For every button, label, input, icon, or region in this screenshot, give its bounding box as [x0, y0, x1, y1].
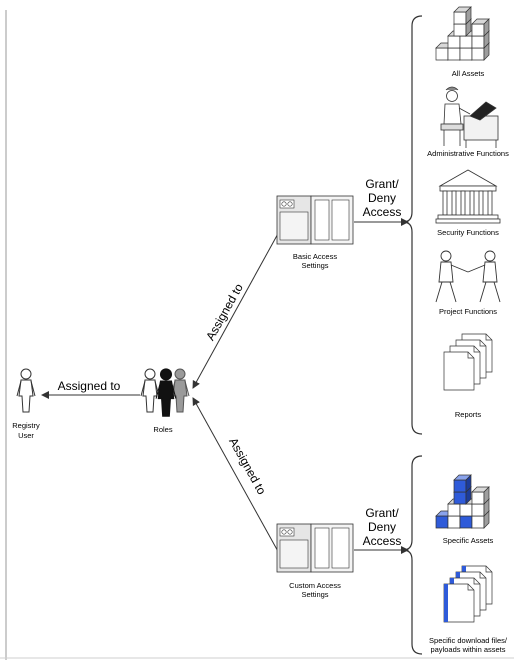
reports-documents-icon [443, 333, 493, 391]
target-administrative: Administrative Functions [427, 86, 509, 158]
basic-grant-line3: Access [363, 205, 402, 219]
basic-access-cabinet-icon [276, 195, 354, 245]
edge-basic-to-roles: Assigned to [192, 229, 281, 389]
custom-targets-brace [402, 455, 423, 655]
project-label: Project Functions [439, 307, 497, 316]
handshake-icon [435, 250, 501, 303]
basic-access-label-line1: Basic Access [293, 252, 337, 261]
user-icon [16, 368, 36, 413]
reports-label: Reports [455, 410, 482, 419]
specific-files-documents-icon [443, 565, 493, 623]
registry-user-label-line2: User [18, 431, 34, 440]
basic-grant-line2: Deny [368, 191, 396, 205]
all-assets-label: All Assets [452, 69, 485, 78]
basic-targets-brace [402, 15, 423, 435]
building-columns-icon [435, 169, 501, 224]
roles-group-icon [140, 368, 190, 417]
basic-access-label-line2: Settings [301, 261, 328, 270]
security-label: Security Functions [437, 228, 499, 237]
target-specific-files: Specific download files/ payloads within… [429, 565, 508, 654]
edge-label-roles-basic: Assigned to [203, 281, 246, 343]
registry-user-label-line1: Registry [12, 421, 40, 430]
roles-label: Roles [153, 425, 172, 434]
edge-label-roles-custom: Assigned to [226, 435, 269, 497]
custom-access-label-line2: Settings [301, 590, 328, 599]
edge-label-user-roles: Assigned to [58, 379, 121, 393]
custom-grant-line2: Deny [368, 520, 396, 534]
target-specific-assets: Specific Assets [435, 474, 494, 545]
target-reports: Reports [443, 333, 493, 419]
administrative-label: Administrative Functions [427, 149, 509, 158]
basic-access-node: Basic Access Settings [276, 195, 354, 270]
custom-grant-line1: Grant/ [365, 506, 399, 520]
target-security: Security Functions [435, 169, 501, 237]
custom-access-cabinet-icon [276, 523, 354, 573]
custom-access-label-line1: Custom Access [289, 581, 341, 590]
target-all-assets: All Assets [435, 6, 490, 78]
target-project: Project Functions [435, 250, 501, 316]
administrative-desk-icon [440, 86, 499, 148]
all-assets-boxes-icon [435, 6, 490, 61]
basic-grant-line1: Grant/ [365, 177, 399, 191]
custom-access-node: Custom Access Settings [276, 523, 354, 599]
specific-assets-boxes-icon [435, 474, 490, 529]
edge-basic-grant: Grant/ Deny Access [354, 177, 409, 226]
roles-node: Roles [140, 368, 190, 434]
edge-roles-to-user: Assigned to [41, 379, 140, 399]
edge-custom-grant: Grant/ Deny Access [354, 506, 409, 554]
specific-files-label-line1: Specific download files/ [429, 636, 508, 645]
specific-files-label-line2: payloads within assets [430, 645, 505, 654]
registry-user-node: Registry User [12, 368, 40, 440]
edge-custom-to-roles: Assigned to [192, 397, 281, 556]
custom-grant-line3: Access [363, 534, 402, 548]
specific-assets-label: Specific Assets [443, 536, 494, 545]
